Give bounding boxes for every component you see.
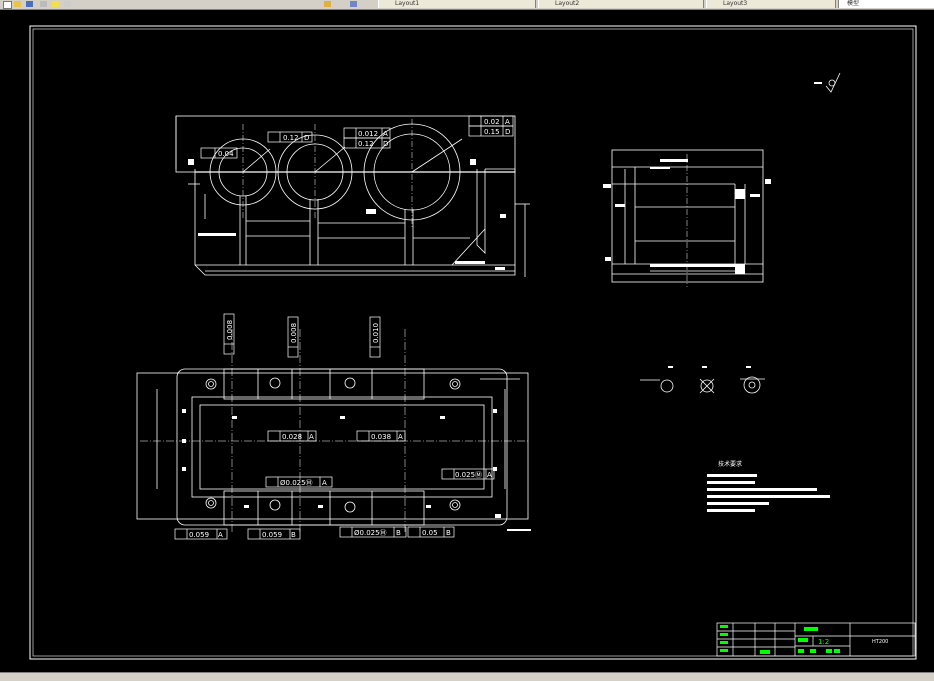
layer-icon[interactable]	[350, 1, 357, 7]
tol-value: 0.12	[283, 134, 299, 142]
detail-labels	[668, 366, 751, 368]
new-icon[interactable]	[3, 1, 12, 9]
tol-value: 0.059	[262, 531, 282, 539]
tol-datum: A	[218, 531, 223, 539]
tol-value: 0.15	[484, 128, 500, 136]
tol-value: 0.012	[358, 130, 378, 138]
undo-icon[interactable]	[64, 1, 71, 7]
front-view	[175, 115, 530, 277]
front-view-hatches	[188, 159, 506, 270]
title-block-fills	[720, 625, 840, 654]
title-block-material: HT200	[872, 639, 888, 645]
print-icon[interactable]	[40, 1, 47, 7]
tab-model[interactable]: 模型	[838, 0, 934, 8]
toolbar: Layout1 Layout2 Layout3 模型	[0, 0, 934, 10]
tol-value: 0.010	[372, 323, 380, 343]
tol-value: Ø0.025Ⓜ	[354, 529, 387, 537]
tol-value: 0.12	[358, 140, 374, 148]
preview-icon[interactable]	[52, 1, 59, 7]
roughness-symbol	[814, 72, 841, 93]
tol-datum: A	[309, 433, 314, 441]
save-icon[interactable]	[26, 1, 33, 7]
top-view	[136, 329, 530, 534]
tol-value: 0.04	[218, 150, 234, 158]
tol-value: 0.05	[422, 529, 438, 537]
top-view-tolerances: 0.028 A 0.038 A Ø0.025Ⓜ A 0.025Ⓜ A Ø0.02…	[174, 430, 495, 540]
front-view-tolerances: 0.12 D 0.012 A 0.12 D 0.02 A 0.15 D 0.04	[200, 115, 514, 159]
status-bar	[0, 672, 934, 681]
title-block	[716, 622, 916, 657]
tol-datum: B	[396, 529, 401, 537]
tol-datum: A	[383, 130, 388, 138]
top-view-vertical-tolerances: 0.008 0.008 0.010	[223, 313, 381, 358]
paint-icon[interactable]	[324, 1, 331, 7]
tab-layout3[interactable]: Layout3	[706, 0, 836, 8]
tol-datum: D	[383, 140, 388, 148]
tol-value: 0.059	[189, 531, 209, 539]
outer-border	[29, 25, 917, 660]
tab-layout2[interactable]: Layout2	[538, 0, 704, 8]
title-block-scale: 1:2	[818, 638, 829, 646]
inner-border	[32, 28, 914, 657]
tech-requirements: 技术要求	[707, 460, 830, 512]
top-view-hatches	[182, 409, 531, 531]
tab-layout1[interactable]: Layout1	[378, 0, 536, 8]
tol-value: 0.028	[282, 433, 302, 441]
tol-datum: A	[322, 479, 327, 487]
cad-drawing-canvas[interactable]: 0.12 D 0.012 A 0.12 D 0.02 A 0.15 D 0.04	[0, 9, 934, 672]
tol-datum: B	[291, 531, 296, 539]
open-icon[interactable]	[14, 1, 21, 7]
tech-requirements-title: 技术要求	[718, 460, 742, 468]
tol-datum: D	[304, 134, 309, 142]
tol-value: Ø0.025Ⓜ	[280, 479, 313, 487]
tol-datum: B	[446, 529, 451, 537]
side-view-hatches	[603, 159, 771, 274]
tol-datum: A	[398, 433, 403, 441]
tol-value: 0.008	[226, 320, 234, 340]
tol-value: 0.008	[290, 323, 298, 343]
tol-datum: D	[505, 128, 510, 136]
tol-value: 0.038	[371, 433, 391, 441]
tol-value: 0.025Ⓜ	[455, 471, 482, 479]
tol-datum: A	[487, 471, 492, 479]
tol-value: 0.02	[484, 118, 500, 126]
tol-datum: A	[505, 118, 510, 126]
detail-views	[640, 376, 765, 394]
